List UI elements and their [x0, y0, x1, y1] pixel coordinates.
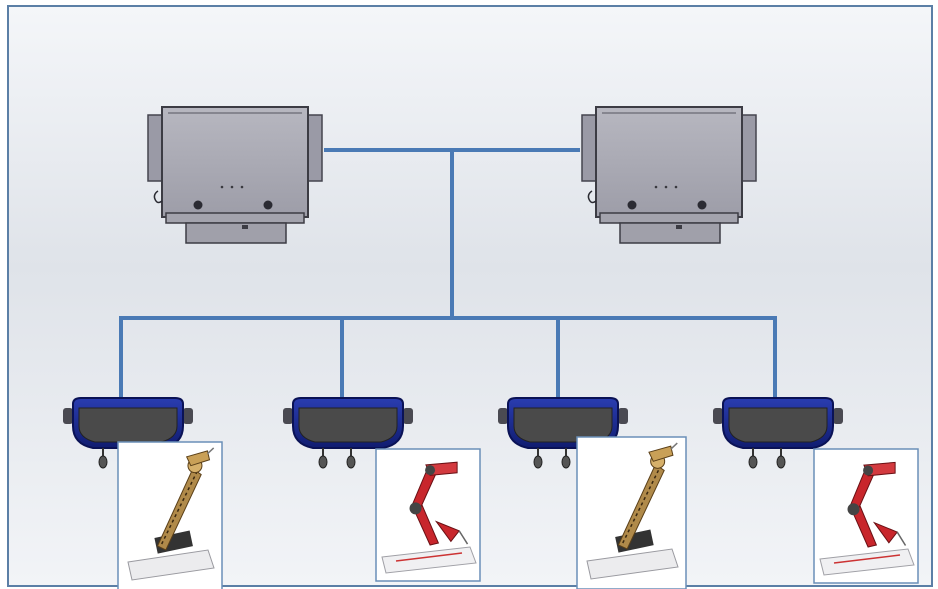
pendant-ear-right — [403, 408, 413, 424]
pendant-wheel — [319, 456, 327, 468]
pendant-wheel — [347, 456, 355, 468]
controller-body — [596, 107, 742, 217]
gold-robot-arm-icon — [577, 437, 686, 589]
pendant-ear-right — [183, 408, 193, 424]
pendant-wheel — [99, 456, 107, 468]
pendant-screen — [299, 408, 397, 442]
pendant-ear-left — [283, 408, 293, 424]
pendant-ear-right — [833, 408, 843, 424]
pendant-ear-right — [618, 408, 628, 424]
controller-knob — [628, 201, 637, 210]
controller-indicator-dot — [675, 186, 678, 189]
controller-foot-notch — [676, 225, 682, 229]
controller-indicator-dot — [665, 186, 668, 189]
controller-indicator-dot — [241, 186, 244, 189]
gold-robot-arm-icon — [118, 442, 222, 589]
pendant-ear-left — [713, 408, 723, 424]
controller-indicator-dot — [655, 186, 658, 189]
arm-elbow-joint — [410, 502, 422, 514]
controller-foot — [620, 223, 720, 243]
controller-base-plate — [600, 213, 738, 223]
servo-controller-icon — [148, 107, 322, 243]
pendant-ear-left — [498, 408, 508, 424]
controller-foot-notch — [242, 225, 248, 229]
pendant-wheel — [777, 456, 785, 468]
controller-knob — [698, 201, 707, 210]
controller-foot — [186, 223, 286, 243]
arm-elbow-joint — [848, 503, 860, 515]
pendant-screen — [79, 408, 177, 442]
pendant-screen — [729, 408, 827, 442]
controller-knob — [264, 201, 273, 210]
pendant-wheel — [749, 456, 757, 468]
red-robot-arm-icon — [814, 449, 918, 583]
controller-knob — [194, 201, 203, 210]
controller-base-plate — [166, 213, 304, 223]
pendant-ear-left — [63, 408, 73, 424]
pendant-wheel — [534, 456, 542, 468]
arm-shoulder-joint — [425, 465, 435, 475]
arm-shoulder-joint — [863, 465, 873, 475]
pendant-wheel — [562, 456, 570, 468]
controller-indicator-dot — [221, 186, 224, 189]
red-robot-arm-icon — [376, 449, 480, 581]
controller-indicator-dot — [231, 186, 234, 189]
controller-body — [162, 107, 308, 217]
servo-controller-icon — [582, 107, 756, 243]
